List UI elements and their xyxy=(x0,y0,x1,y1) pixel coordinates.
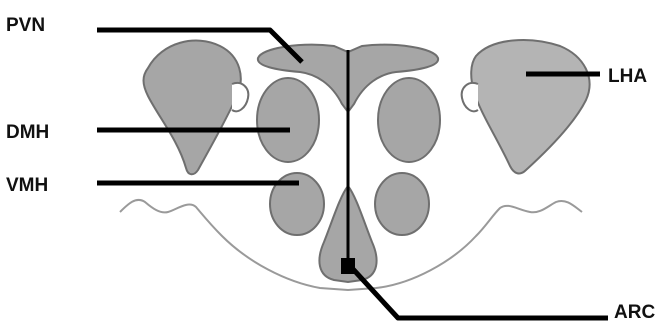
dmh-right-region xyxy=(378,78,440,162)
arc-label: ARC xyxy=(614,302,655,323)
lha-left-notch xyxy=(232,83,248,111)
vmh-label: VMH xyxy=(6,175,48,196)
dmh-left-region xyxy=(257,78,319,162)
lha-left-region xyxy=(144,41,241,175)
pvn-label: PVN xyxy=(6,15,45,36)
dmh-label: DMH xyxy=(6,122,49,143)
vmh-right-region xyxy=(375,173,429,235)
arc-pointer-line xyxy=(352,268,608,318)
lha-right-notch xyxy=(462,83,478,111)
lha-label: LHA xyxy=(608,66,647,87)
lha-right-region xyxy=(471,40,589,173)
